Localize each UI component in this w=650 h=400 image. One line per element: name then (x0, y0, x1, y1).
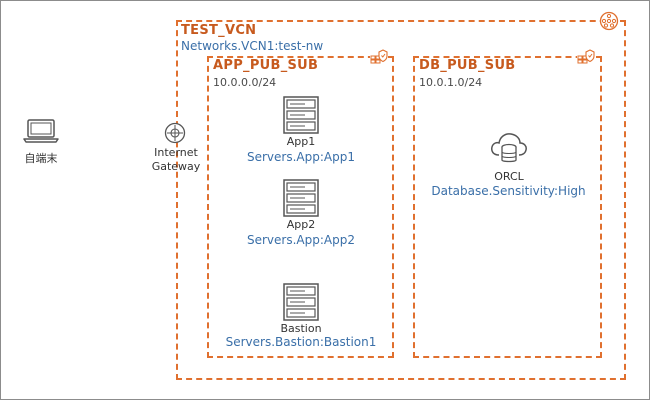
server-icon (283, 179, 319, 217)
server-tag-bastion: Servers.Bastion:Bastion1 (225, 335, 377, 349)
server-tag-app2: Servers.App:App2 (247, 233, 355, 247)
vcn-tag: Networks.VCN1:test-nw (181, 39, 324, 53)
server-icon (283, 283, 319, 321)
internet-gateway-icon (164, 122, 186, 144)
app-subnet-cidr: 10.0.0.0/24 (213, 76, 277, 89)
server-tag-app1: Servers.App:App1 (247, 150, 355, 164)
db-subnet-security-icon (576, 47, 596, 67)
gateway-label-line1: Internet (154, 146, 198, 159)
app-subnet-box (207, 56, 394, 358)
database-tag: Database.Sensitivity:High (431, 184, 586, 198)
server-label-app1: App1 (286, 135, 316, 148)
vcn-box (176, 20, 626, 380)
server-icon (283, 96, 319, 134)
server-label-app2: App2 (286, 218, 316, 231)
db-subnet-title: DB_PUB_SUB (419, 58, 516, 73)
vcn-icon (599, 11, 619, 31)
database-cloud-icon (489, 127, 529, 167)
gateway-label-line2: Gateway (151, 160, 201, 173)
db-subnet-box (413, 56, 602, 358)
laptop-icon (23, 119, 59, 143)
client-label: 自端末 (24, 152, 58, 165)
db-subnet-cidr: 10.0.1.0/24 (419, 76, 483, 89)
app-subnet-security-icon (369, 47, 389, 67)
server-label-bastion: Bastion (280, 322, 322, 335)
app-subnet-title: APP_PUB_SUB (213, 58, 319, 73)
database-label: ORCL (494, 170, 524, 183)
vcn-title: TEST_VCN (181, 23, 257, 38)
